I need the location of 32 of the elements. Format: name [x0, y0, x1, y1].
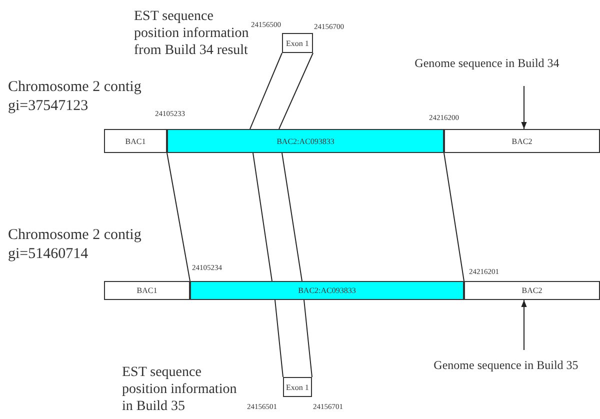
segment-label: BAC2:AC093833: [298, 286, 356, 295]
connector-line: [444, 152, 464, 282]
segment-label: Exon 1: [286, 38, 309, 48]
description-text: EST sequence position information from Build 34 result: [134, 8, 250, 59]
description-text: EST sequence position information in Build 35: [122, 364, 238, 415]
caption-text: Genome sequence in Build 34: [392, 54, 582, 72]
connector-line: [282, 152, 302, 282]
connector-line: [304, 300, 312, 378]
caption-text: Genome sequence in Build 35: [426, 356, 586, 374]
exon-box: [282, 33, 313, 53]
sequence-segment: [464, 281, 600, 300]
sequence-segment: [444, 129, 600, 153]
aligned-segment: [167, 129, 444, 153]
connector-line: [250, 52, 282, 130]
segment-label: BAC1: [136, 286, 158, 295]
description-text: Chromosome 2 contig gi=37547123: [8, 78, 142, 116]
connector-line: [274, 300, 284, 378]
exon-box: [283, 377, 312, 397]
segment-label: BAC2: [522, 286, 542, 295]
segment-label: BAC1: [125, 136, 146, 146]
connector-line: [252, 152, 272, 282]
connector-line: [278, 52, 314, 130]
arrow: [521, 300, 527, 350]
segment-label: Exon 1: [286, 382, 309, 392]
segment-label: BAC2: [512, 136, 532, 146]
aligned-segment: [190, 281, 464, 300]
segment-label: BAC2:AC093833: [276, 136, 334, 146]
sequence-segment: [104, 129, 167, 153]
description-text: Chromosome 2 contig gi=51460714: [8, 226, 142, 264]
sequence-segment: [104, 281, 190, 300]
connector-line: [166, 152, 190, 282]
arrow: [521, 86, 527, 130]
